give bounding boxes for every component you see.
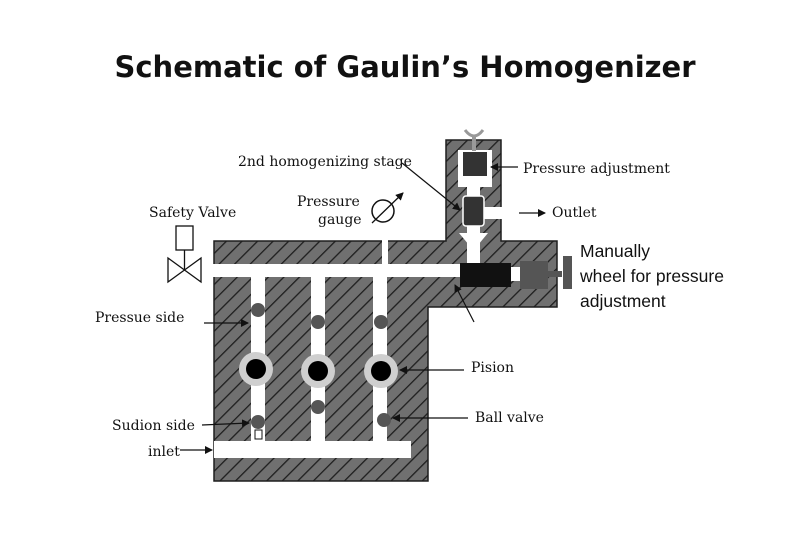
homogenizing-valve-1 (460, 256, 572, 289)
discharge-manifold (200, 264, 462, 277)
pressure-ball-valve-3 (374, 315, 388, 329)
pressure-ball-valve-2 (311, 315, 325, 329)
label-pressure-adjustment: Pressure adjustment (523, 161, 670, 177)
diagram-title: Schematic of Gaulin’s Homogenizer (114, 50, 696, 84)
piston-3 (364, 315, 398, 427)
piston-core-3 (371, 361, 391, 381)
gauge-stem (382, 224, 388, 266)
piston-1 (239, 303, 273, 440)
suction-ball-valve-2 (311, 400, 325, 414)
handwheel-icon (563, 256, 572, 289)
piston-2 (301, 315, 335, 414)
valve-1-housing (520, 261, 548, 289)
safety-valve (167, 225, 202, 284)
label-pressure-gauge-line1: Pressure (297, 194, 360, 210)
label-ball-valve: Ball valve (475, 410, 544, 426)
pressure-adjustment-assembly (458, 129, 492, 187)
suction-ball-valve-1 (251, 415, 265, 429)
valve-1-block (460, 263, 511, 287)
label-pressure-side: Pressue side (95, 310, 184, 326)
label-manual-wheel-line1: Manually (580, 241, 650, 261)
label-safety-valve: Safety Valve (149, 205, 236, 221)
safety-valve-body (167, 256, 202, 284)
label-piston: Pision (471, 360, 514, 376)
suction-seat-1 (254, 429, 263, 440)
arrow-manual-wheel (454, 284, 475, 323)
label-outlet: Outlet (552, 205, 597, 221)
piston-core-2 (308, 361, 328, 381)
label-suction-side: Sudion side (112, 418, 195, 434)
valve-seat-2 (459, 233, 488, 245)
arrow-suction-side (201, 419, 250, 428)
safety-valve-actuator (175, 225, 194, 251)
label-inlet: inlet (148, 444, 180, 460)
label-pressure-gauge-line2: gauge (318, 212, 362, 228)
pressure-ball-valve-1 (251, 303, 265, 317)
piston-core-1 (246, 359, 266, 379)
homogenizing-valve-2 (462, 195, 485, 227)
label-manual-wheel-line3: adjustment (580, 291, 666, 311)
outlet-port (484, 207, 519, 219)
adjustment-knob-icon (463, 129, 485, 138)
leader-arrows (180, 162, 546, 454)
wheel-shaft (548, 271, 562, 277)
gauge-dial (371, 199, 395, 223)
gauge-needle-arrow (371, 192, 404, 224)
arrow-second-stage (401, 162, 461, 211)
adjustment-screw (472, 137, 476, 151)
label-manual-wheel-line2: wheel for pressure (579, 266, 724, 286)
label-second-stage: 2nd homogenizing stage (238, 154, 412, 170)
adjustment-block (463, 152, 487, 176)
inlet-manifold (214, 441, 411, 458)
suction-ball-valve-3 (377, 413, 391, 427)
pressure-gauge (371, 192, 404, 224)
